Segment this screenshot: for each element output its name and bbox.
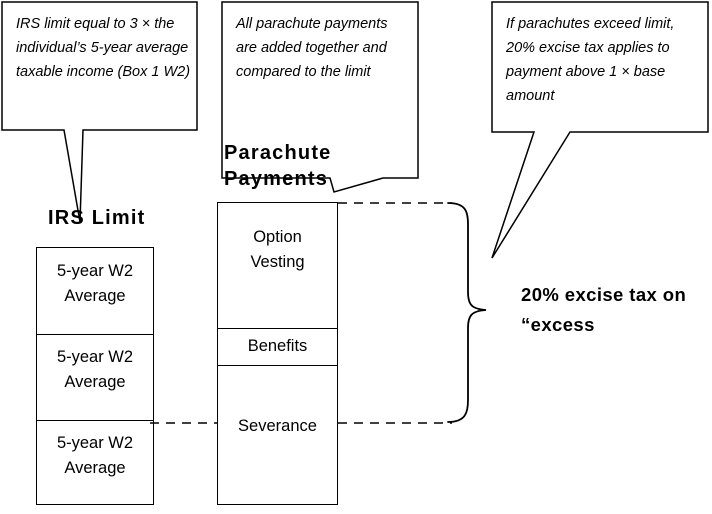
parachute-payments-stack: Option Vesting Benefits Severance (217, 202, 338, 505)
irs-limit-stack: 5-year W2 Average 5-year W2 Average 5-ye… (36, 247, 154, 505)
excise-brace (447, 202, 487, 423)
parachute-divider-2 (217, 365, 338, 366)
irs-limit-segment-3-label: 5-year W2 Average (56, 434, 134, 477)
parachute-segment-severance: Severance (218, 365, 337, 506)
irs-limit-segment-1-label: 5-year W2 Average (56, 262, 134, 305)
irs-limit-segment-1: 5-year W2 Average (37, 248, 153, 334)
parachute-segment-option-vesting-label: Option Vesting (250, 228, 305, 271)
excise-tax-callout-text: If parachutes exceed limit, 20% excise t… (506, 16, 675, 104)
irs-limit-callout-text: IRS limit equal to 3 × the individual’s … (16, 16, 191, 80)
parachute-segment-option-vesting: Option Vesting (218, 203, 337, 328)
excise-tax-label: 20% excise tax on “excess (521, 284, 687, 335)
irs-limit-segment-2: 5-year W2 Average (37, 334, 153, 420)
irs-limit-segment-3: 5-year W2 Average (37, 420, 153, 506)
parachute-divider-1 (217, 328, 338, 329)
irs-limit-divider-2 (36, 420, 154, 421)
irs-limit-segment-2-label: 5-year W2 Average (56, 348, 134, 391)
irs-limit-heading: IRS Limit (48, 207, 146, 229)
parachute-payments-callout-text: All parachute payments are added togethe… (236, 16, 388, 80)
parachute-segment-benefits-label: Benefits (247, 337, 308, 355)
parachute-segment-severance-label: Severance (238, 417, 317, 435)
parachute-payments-heading: Parachute Payments (224, 142, 332, 190)
irs-limit-divider-1 (36, 334, 154, 335)
parachute-segment-benefits: Benefits (218, 328, 337, 365)
